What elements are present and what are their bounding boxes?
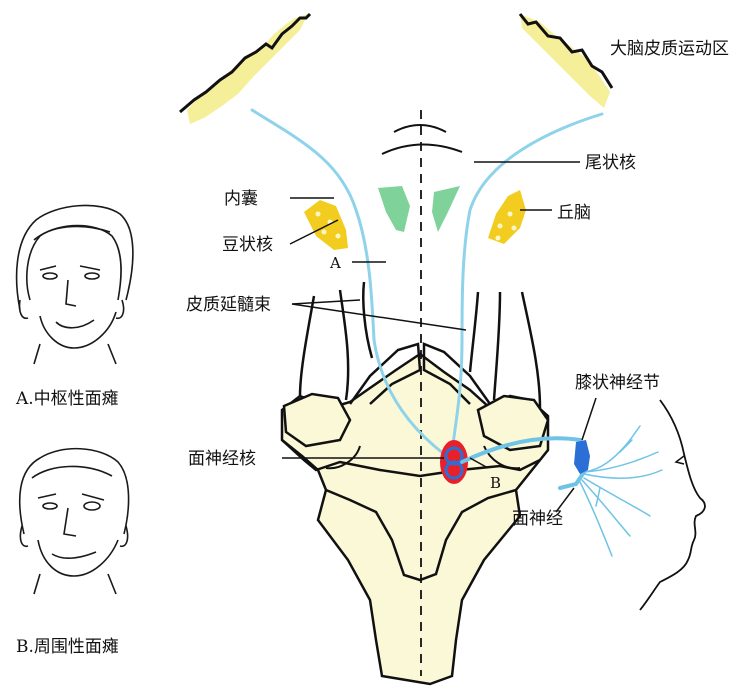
label-facial-nucleus: 面神经核 — [188, 449, 256, 469]
label-caudate: 尾状核 — [585, 153, 636, 173]
label-thalamus: 丘脑 — [557, 203, 591, 223]
label-corticobulbar: 皮质延髓束 — [186, 295, 271, 315]
central-palsy-face — [17, 205, 133, 364]
label-motor-cortex: 大脑皮质运动区 — [610, 39, 729, 59]
face-eye-mark — [676, 456, 684, 464]
thalamus — [488, 190, 526, 244]
label-lentiform: 豆状核 — [222, 235, 273, 255]
caption-peripheral-palsy: B.周围性面瘫 — [16, 637, 119, 657]
peripheral-palsy-face — [20, 449, 129, 594]
label-point-a: A — [329, 254, 341, 272]
label-point-b: B — [490, 474, 501, 492]
label-geniculate-ganglion: 膝状神经节 — [575, 373, 660, 393]
face-profile — [640, 400, 705, 610]
caudate-left — [378, 186, 410, 232]
motor-cortex-right — [520, 14, 612, 108]
brainstem — [282, 282, 548, 684]
caption-central-palsy: A.中枢性面瘫 — [15, 389, 119, 409]
label-internal-capsule: 内囊 — [224, 189, 258, 209]
caudate-right — [432, 186, 460, 232]
lentiform-nucleus — [304, 200, 348, 250]
geniculate-ganglion — [574, 440, 590, 474]
label-facial-nerve: 面神经 — [512, 509, 563, 529]
callosal-arcs — [382, 125, 462, 154]
motor-cortex-left — [180, 14, 310, 124]
